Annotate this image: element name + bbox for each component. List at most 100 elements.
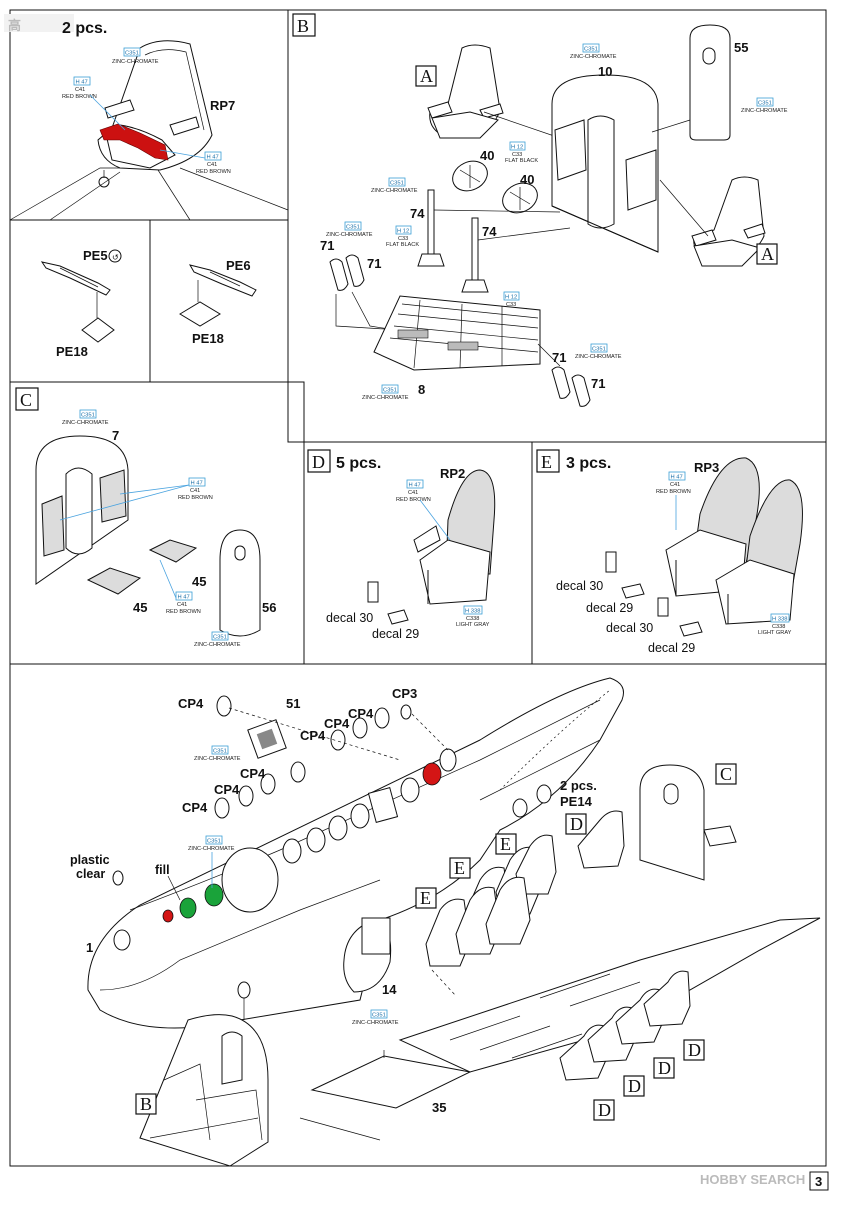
- label-part-71-a: 71: [320, 238, 334, 253]
- label-cp4-e: CP4: [240, 766, 266, 781]
- logo-text: 高: [8, 18, 21, 33]
- callout-code: C41: [408, 490, 418, 496]
- callout-light-gray-e: H 338 C338 LIGHT GRAY: [758, 613, 792, 636]
- label-cp4-d: CP4: [300, 728, 326, 743]
- callout-code: C351: [372, 1013, 386, 1019]
- label-sub-c: C: [720, 764, 732, 784]
- svg-text:↺: ↺: [112, 253, 119, 262]
- label-part-1: 1: [86, 940, 93, 955]
- callout-code: H 338: [772, 617, 787, 623]
- callout-name: ZINC-CHROMATE: [362, 395, 409, 401]
- panel-a: RP7 H 47 C41 RED BROWN C351 ZINC-CHROMAT…: [9, 40, 289, 359]
- callout-zinc-8: C351 ZINC-CHROMATE: [362, 384, 409, 401]
- callout-red-brown-c-bottom: H 47 C41 RED BROWN: [159, 559, 201, 615]
- callout-name: LIGHT GRAY: [456, 622, 490, 628]
- callout-code: H 47: [191, 480, 203, 486]
- callout-zinc-51: C351 ZINC-CHROMATE: [194, 745, 241, 762]
- callout-name: FLAT BLACK: [386, 242, 419, 248]
- callout-code: C33: [512, 152, 522, 158]
- label-decal-30-d: decal 30: [326, 611, 373, 625]
- callout-zinc-7: C351 ZINC-CHROMATE: [62, 409, 109, 426]
- callout-name: RED BROWN: [166, 609, 201, 615]
- panel-d: D 5 pcs. RP2 H 47 C41 RED BROWN H 338 C3…: [307, 449, 496, 641]
- callout-name: LIGHT GRAY: [758, 630, 792, 636]
- label-pe6: PE6: [226, 258, 251, 273]
- callout-code: C351: [207, 839, 221, 845]
- callout-code: C351: [592, 347, 606, 353]
- callout-flat-black-40: H 12 C33 FLAT BLACK: [505, 141, 538, 164]
- callout-name: ZINC-CHROMATE: [112, 59, 159, 65]
- footer-brand: HOBBY SEARCH: [700, 1172, 805, 1187]
- label-pe18-a: PE18: [56, 344, 88, 359]
- label-sub-a-left: A: [420, 66, 433, 86]
- callout-name: ZINC-CHROMATE: [194, 756, 241, 762]
- callout-name: ZINC-CHROMATE: [62, 420, 109, 426]
- label-part-40-a: 40: [480, 148, 494, 163]
- callout-code: C41: [190, 488, 200, 494]
- label-part-7: 7: [112, 428, 119, 443]
- label-sub-e-3: E: [420, 888, 431, 908]
- label-sub-d-4: D: [628, 1076, 641, 1096]
- label-decal-29-e1: decal 29: [586, 601, 633, 615]
- callout-code: C33: [398, 236, 408, 242]
- label-rp3: RP3: [694, 460, 719, 475]
- callout-name: ZINC-CHROMATE: [326, 232, 373, 238]
- callout-zinc-55: C351 ZINC-CHROMATE: [741, 97, 788, 114]
- label-pe5: PE5: [83, 248, 108, 263]
- label-sub-a-right: A: [761, 244, 774, 264]
- label-part-71-d: 71: [591, 376, 605, 391]
- label-clear: clear: [76, 867, 105, 881]
- panel-e-badge: [536, 449, 560, 473]
- panel-e-letter: E: [541, 452, 552, 472]
- label-sub-d-2: D: [688, 1040, 701, 1060]
- label-pe18-b: PE18: [192, 331, 224, 346]
- callout-name: FLAT BLACK: [505, 158, 538, 164]
- callout-code: C41: [670, 482, 680, 488]
- panel-a-count: 2 pcs.: [62, 20, 107, 37]
- label-part-35: 35: [432, 1100, 446, 1115]
- callout-zinc-56: C351 ZINC-CHROMATE: [194, 631, 241, 648]
- callout-flat-black-74: H 12 C33 FLAT BLACK: [386, 225, 419, 248]
- callout-code: C41: [75, 87, 85, 93]
- label-part-71-b: 71: [367, 256, 381, 271]
- callout-code: C33: [506, 302, 516, 308]
- label-sub-d-5: D: [598, 1100, 611, 1120]
- callout-name: RED BROWN: [62, 94, 97, 100]
- panel-c-letter: C: [20, 390, 32, 410]
- callout-light-gray-d: H 338 C338 LIGHT GRAY: [456, 605, 490, 628]
- label-sub-b: B: [140, 1094, 152, 1114]
- callout-name: RED BROWN: [196, 169, 231, 175]
- label-part-55: 55: [734, 40, 748, 55]
- callout-code: C351: [213, 749, 227, 755]
- callout-code: H 12: [511, 145, 523, 151]
- label-part-74-a: 74: [410, 206, 425, 221]
- callout-code: H 47: [207, 154, 219, 160]
- page-number: 3: [815, 1174, 822, 1189]
- label-cp3: CP3: [392, 686, 417, 701]
- label-pe14-count: 2 pcs.: [560, 778, 597, 793]
- label-plastic: plastic: [70, 853, 110, 867]
- main-assembly: CP4 51 CP3 CP4 CP4 CP4 CP4 CP4 CP4 C351 …: [70, 677, 821, 1167]
- label-cp4-g: CP4: [182, 800, 208, 815]
- callout-zinc-71-left: C351 ZINC-CHROMATE: [326, 221, 373, 238]
- callout-code: H 47: [671, 474, 683, 480]
- callout-code: C351: [584, 47, 598, 53]
- panel-b: B A 10 C351 ZINC-CHROMATE 55 C351 ZINC-C…: [292, 13, 788, 407]
- label-rp7: RP7: [210, 98, 235, 113]
- callout-name: ZINC-CHROMATE: [188, 846, 235, 852]
- callout-name: RED BROWN: [396, 497, 431, 503]
- label-part-10: 10: [598, 64, 612, 79]
- panel-c-badge: [15, 387, 39, 411]
- callout-code: H 12: [397, 229, 409, 235]
- callout-code: C351: [125, 51, 139, 57]
- panel-b-badge: [292, 13, 316, 37]
- callout-name: ZINC-CHROMATE: [194, 642, 241, 648]
- label-cp4-b: CP4: [348, 706, 374, 721]
- callout-code: C338: [772, 624, 785, 630]
- callout-zinc-71-right: C351 ZINC-CHROMATE: [575, 343, 622, 360]
- panel-e: E 3 pcs. RP3 H 47 C41 RED BROWN H 338 C3…: [536, 449, 803, 655]
- label-part-45-a: 45: [192, 574, 206, 589]
- label-part-40-b: 40: [520, 172, 534, 187]
- callout-red-brown-left: H 47 C41 RED BROWN: [62, 76, 126, 131]
- label-sub-e-2: E: [454, 858, 465, 878]
